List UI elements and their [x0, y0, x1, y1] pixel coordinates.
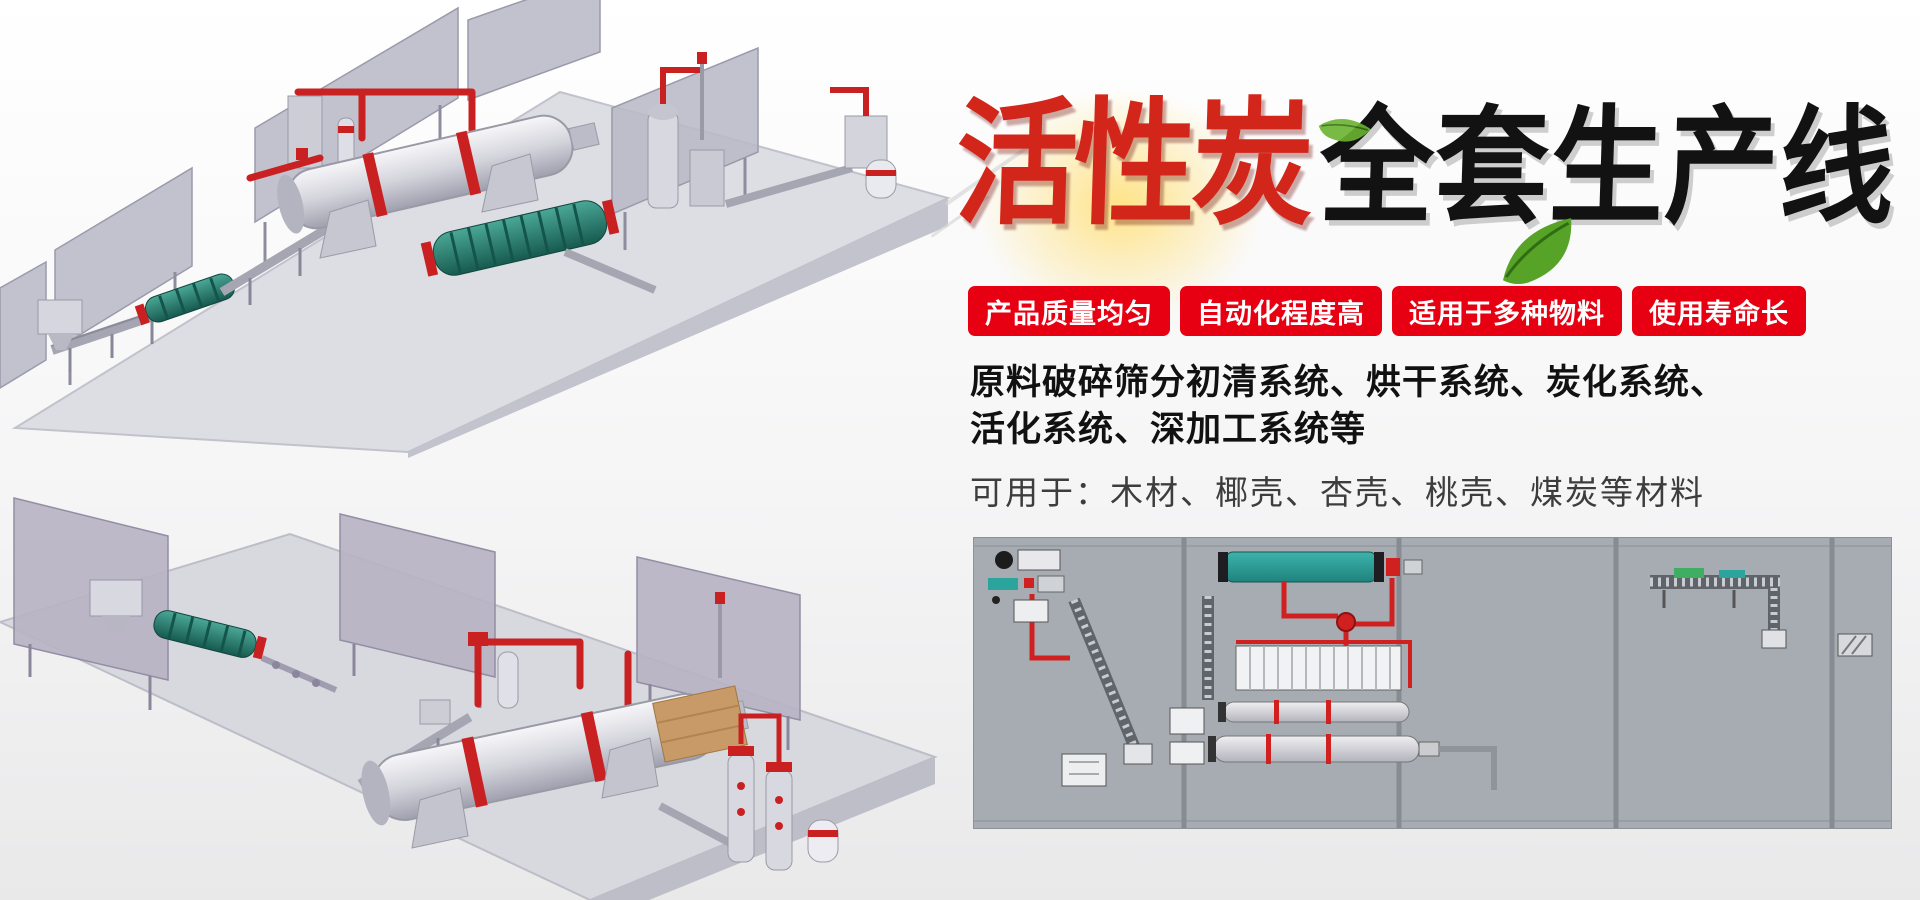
- feature-badge-label: 产品质量均匀: [985, 298, 1153, 330]
- materials-line: 可用于：木材、椰壳、杏壳、桃壳、煤炭等材料: [970, 473, 1705, 512]
- isometric-render-2: [0, 497, 938, 900]
- plan-schematic: [974, 538, 1891, 828]
- feature-badge-label: 适用于多种物料: [1409, 298, 1605, 330]
- description-block: 原料破碎筛分初清系统、烘干系统、炭化系统、 活化系统、深加工系统等 可用于：木材…: [970, 360, 1910, 514]
- feature-badge-label: 自动化程度高: [1197, 298, 1365, 330]
- leaf-icon: [1502, 218, 1572, 285]
- systems-line-2: 活化系统、深加工系统等: [970, 410, 1367, 450]
- leaf-icon: [1318, 119, 1371, 142]
- feature-badges: 产品质量均匀 自动化程度高 适用于多种物料 使用寿命长: [968, 286, 1806, 336]
- feature-badge-materials: 适用于多种物料: [1392, 286, 1622, 336]
- page-title: 活性炭全套生产线: [953, 85, 1908, 244]
- production-line-render-top: [0, 0, 960, 458]
- isometric-render-1: [0, 0, 951, 458]
- feature-badge-lifespan: 使用寿命长: [1632, 286, 1806, 336]
- feature-badge-automation: 自动化程度高: [1180, 286, 1382, 336]
- feature-badge-label: 使用寿命长: [1649, 298, 1789, 330]
- feature-badge-quality: 产品质量均匀: [968, 286, 1170, 336]
- systems-line-1: 原料破碎筛分初清系统、烘干系统、炭化系统、: [970, 363, 1727, 403]
- title-black-text: 全套生产线: [1317, 92, 1898, 242]
- production-line-render-bottom: [0, 462, 945, 900]
- title-red-text: 活性炭: [953, 84, 1313, 244]
- production-line-plan-panel: [973, 537, 1892, 829]
